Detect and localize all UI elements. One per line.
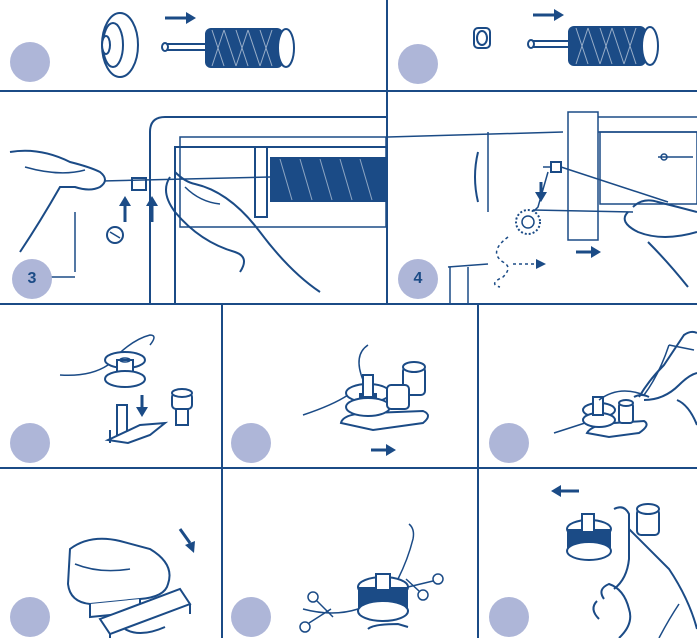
step-3-panel: 3 [0, 92, 386, 303]
step-6-panel [223, 305, 477, 467]
step-number-badge: 4 [398, 259, 438, 299]
step-5-panel [0, 305, 221, 467]
step-4-panel: 4 [388, 92, 697, 303]
step-7-panel [479, 305, 697, 467]
step-10-panel [479, 469, 697, 638]
step-1-panel [0, 0, 386, 90]
step-number-badge [489, 597, 529, 637]
spool-cap-large-icon [0, 0, 386, 90]
step-8-panel [0, 469, 221, 638]
step-number-badge [489, 423, 529, 463]
step-number-badge [10, 42, 50, 82]
step-number-badge: 3 [12, 259, 52, 299]
step-number-badge [10, 597, 50, 637]
step-number-badge [398, 44, 438, 84]
step-number-badge [231, 597, 271, 637]
step-9-panel [223, 469, 477, 638]
step-2-panel [388, 0, 697, 90]
step-number-badge [10, 423, 50, 463]
step-number-badge [231, 423, 271, 463]
spool-cap-small-icon [388, 0, 697, 90]
thread-guide-hands-icon [0, 92, 386, 303]
